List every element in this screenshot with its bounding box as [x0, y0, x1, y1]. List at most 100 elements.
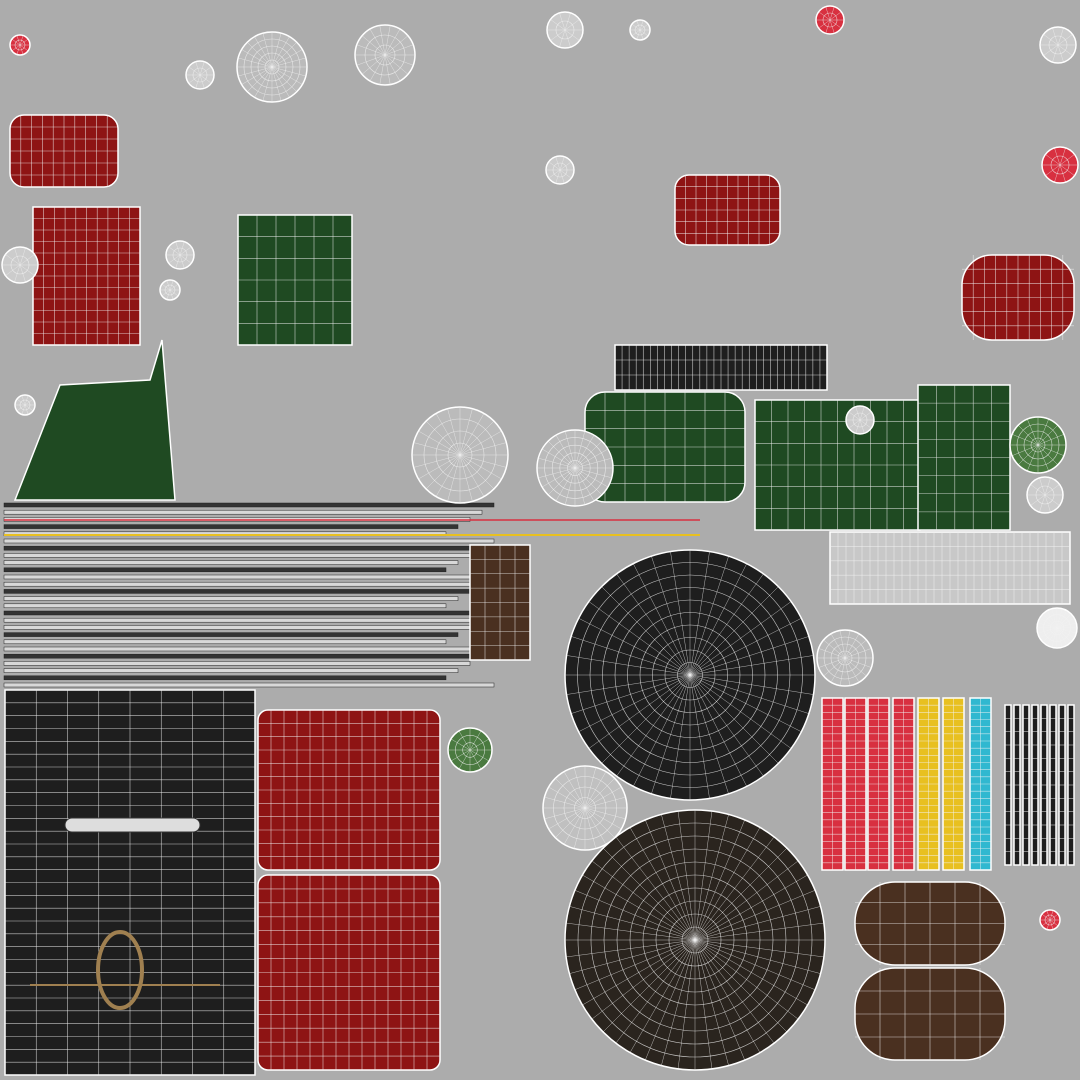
small-round-part-spoke [1049, 919, 1059, 927]
small-round-part-spoke [169, 289, 179, 297]
small-round-part-spoke [19, 264, 35, 276]
clock-dial-spoke [1056, 622, 1077, 629]
large-black-disc-spoke [633, 563, 691, 676]
small-wheel-right-spoke [823, 657, 846, 677]
green-trapezoid [13, 339, 176, 501]
top-ring-spoke [384, 44, 414, 56]
spoked-wheel-spoke [548, 807, 586, 830]
small-round-part-spoke [825, 19, 831, 34]
small-round-part-spoke [829, 6, 835, 21]
small-round-part-spoke [829, 11, 842, 21]
large-black-disc-spoke [616, 573, 691, 676]
small-round-part-spoke [550, 29, 566, 41]
spoked-wheel-spoke [573, 767, 586, 809]
small-wheel-right-spoke [839, 657, 846, 686]
trim-strip [3, 545, 483, 551]
small-round-part-spoke [19, 35, 24, 46]
trim-strip [3, 567, 447, 573]
mid-wheel-spoke [555, 467, 576, 502]
small-round-part-spoke [829, 19, 842, 29]
large-dark-disc-spoke [574, 939, 696, 990]
small-round-part-spoke [195, 74, 201, 89]
large-black-disc-spoke [566, 655, 691, 676]
spoked-wheel-spoke [584, 807, 597, 849]
top-ring-spoke [384, 35, 409, 56]
clock-dial-spoke [1051, 627, 1058, 648]
clock-dial-spoke [1039, 617, 1058, 629]
large-black-disc-spoke [588, 674, 691, 749]
small-round-part-spoke [1043, 44, 1059, 56]
small-round-part-spoke [639, 29, 649, 37]
green-small-round-spoke [458, 730, 471, 751]
small-round-part-spoke [1049, 913, 1059, 921]
small-round-part-spoke [564, 29, 580, 41]
large-black-disc-spoke [689, 674, 710, 799]
medallion-spoke [459, 430, 502, 456]
large-black-disc-spoke [689, 674, 792, 749]
mid-wheel-spoke [538, 457, 576, 469]
top-wheel-spoke [271, 66, 303, 85]
spoked-wheel-spoke [584, 807, 622, 830]
small-round-part-spoke [16, 35, 21, 46]
mid-wheel-spoke [574, 457, 612, 469]
clock-dial-spoke [1046, 610, 1058, 629]
small-round-part-spoke [1057, 44, 1064, 63]
large-black-disc-spoke [689, 586, 779, 676]
mid-wheel-spoke [574, 434, 595, 469]
small-round-part-spoke [564, 12, 571, 31]
trim-strip [3, 589, 471, 594]
small-round-part-spoke [848, 411, 861, 421]
green-round-piece-spoke [1018, 425, 1039, 446]
clock-dial-spoke [1056, 613, 1072, 629]
top-wheel-spoke [254, 36, 273, 68]
medallion-spoke [459, 442, 507, 456]
small-round-part-spoke [19, 38, 29, 46]
small-round-part-spoke [639, 23, 649, 31]
small-wheel-right-spoke [830, 633, 846, 659]
green-small-round-spoke [469, 749, 482, 770]
trim-strip [3, 668, 459, 673]
large-black-disc-spoke [566, 674, 691, 695]
top-ring-spoke [361, 35, 386, 56]
mid-wheel-spoke [574, 467, 612, 479]
top-wheel-spoke [271, 33, 282, 68]
small-round-part-spoke [636, 29, 641, 40]
green-small-round-spoke [469, 730, 482, 751]
small-wheel-right-spoke [818, 648, 846, 659]
small-round-part-spoke [19, 44, 24, 55]
small-round-part-spoke [555, 156, 561, 171]
top-wheel-spoke [241, 66, 273, 85]
large-black-disc-spoke [689, 674, 802, 732]
top-wheel-spoke [271, 66, 297, 92]
large-black-disc-spoke [651, 674, 691, 794]
small-wheel-right-spoke [844, 630, 851, 659]
large-dark-disc-spoke [694, 814, 729, 941]
small-round-part-spoke [179, 246, 192, 256]
trim-strip [3, 596, 459, 601]
small-round-part-spoke [1059, 154, 1075, 166]
trim-strip [3, 639, 447, 645]
trim-strip [3, 509, 483, 515]
small-round-part-spoke [1059, 147, 1066, 166]
large-black-disc-spoke [689, 655, 814, 676]
spoked-wheel-spoke [584, 767, 597, 809]
small-round-part-spoke [161, 283, 171, 291]
medallion-spoke [425, 420, 461, 456]
large-dark-disc-spoke [569, 906, 696, 941]
small-round-part-spoke [168, 254, 181, 264]
large-dark-disc-spoke [694, 939, 824, 958]
clock-dial-spoke [1037, 627, 1058, 634]
large-dark-disc-spoke [694, 939, 808, 1006]
mid-wheel-spoke [574, 448, 609, 469]
clock-dial-spoke [1056, 617, 1075, 629]
large-dark-disc-spoke [566, 939, 696, 958]
large-black-disc-spoke [689, 551, 710, 676]
large-black-disc-spoke [689, 601, 792, 676]
top-wheel-spoke [241, 49, 273, 68]
large-dark-disc-spoke [574, 890, 696, 941]
large-dark-disc-spoke [615, 939, 696, 1044]
small-round-part-spoke [825, 6, 831, 21]
small-round-part-spoke [548, 169, 561, 179]
top-ring-spoke [379, 25, 386, 56]
small-round-part-spoke [166, 280, 171, 291]
